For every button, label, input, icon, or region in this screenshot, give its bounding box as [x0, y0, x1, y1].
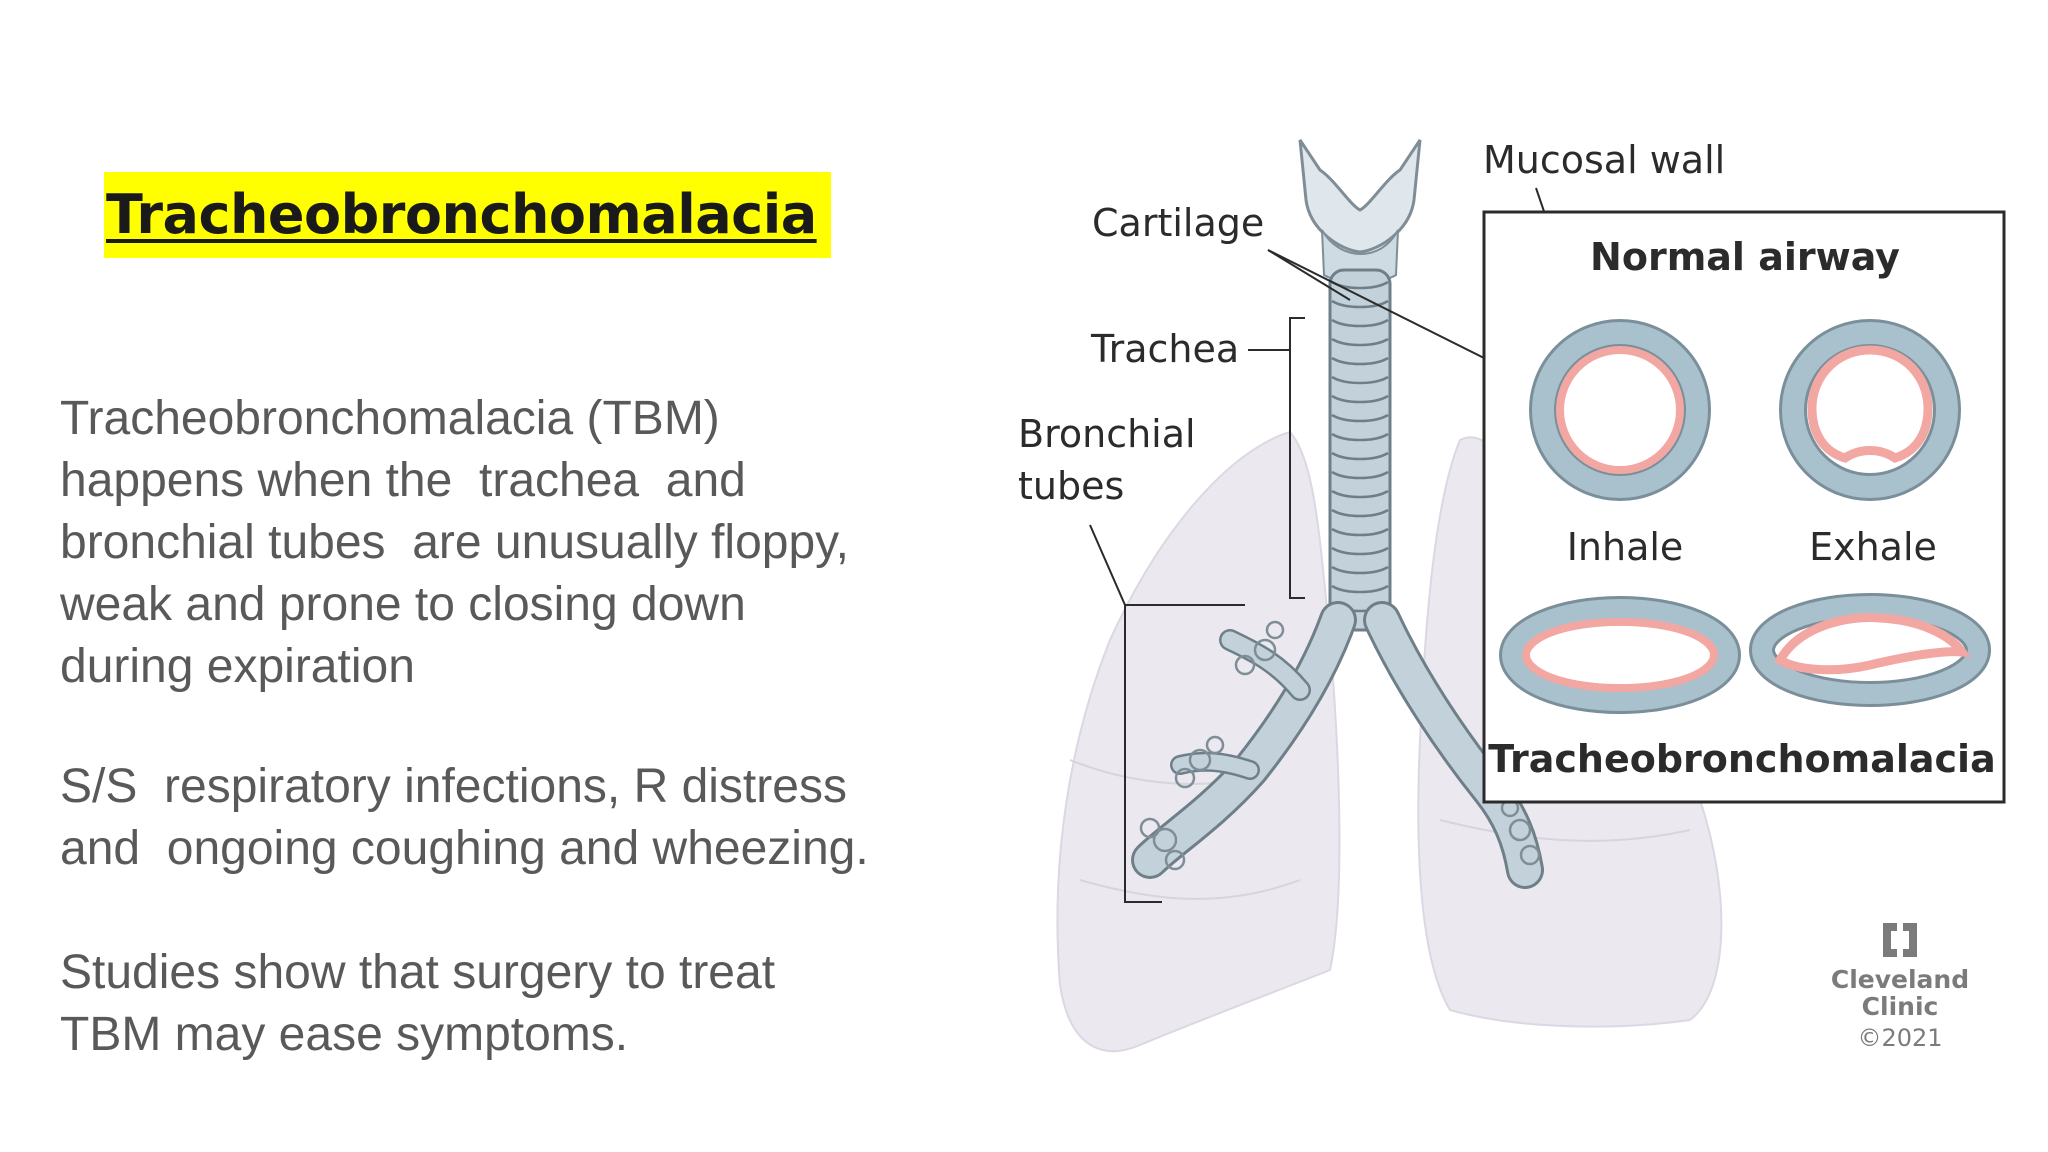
trachea-ring — [1331, 584, 1389, 594]
trachea-ring — [1331, 394, 1389, 404]
cleveland-clinic-logo: Cleveland Clinic ©2021 — [1831, 923, 1969, 1052]
cartilage-label: Cartilage — [1092, 201, 1264, 245]
trachea-label: Trachea — [1090, 327, 1239, 371]
mucosal-wall-label: Mucosal wall — [1483, 138, 1725, 182]
trachea-ring — [1331, 508, 1389, 518]
title-highlight: Tracheobronchomalacia — [104, 172, 831, 258]
inset-heading: Normal airway — [1590, 235, 1900, 279]
trachea-ring — [1331, 356, 1389, 366]
trachea-ring — [1331, 451, 1389, 461]
trachea-ring — [1331, 413, 1389, 423]
inset-panel: Normal airway Inhale Exhale Tracheobronc… — [1482, 210, 2006, 804]
definition-paragraph: Tracheobronchomalacia (TBM) happens when… — [60, 392, 849, 693]
trachea-ring — [1331, 527, 1389, 537]
normal-exhale-airway — [1779, 319, 1961, 501]
trachea-rings — [1331, 280, 1389, 613]
right-lung — [1056, 430, 1341, 1053]
exhale-label: Exhale — [1809, 525, 1937, 569]
tbm-exhale-airway — [1749, 593, 1991, 707]
trachea-ring — [1331, 489, 1389, 499]
normal-inhale-airway — [1529, 319, 1711, 501]
trachea-ring — [1331, 375, 1389, 385]
trachea-ring — [1331, 318, 1389, 328]
treatment-paragraph: Studies show that surgery to treat TBM m… — [60, 946, 776, 1061]
credit-line3: ©2021 — [1857, 1024, 1942, 1052]
trachea-ring — [1331, 546, 1389, 556]
trachea-ring — [1331, 337, 1389, 347]
trachea-ring — [1331, 565, 1389, 575]
trachea-illustration — [1328, 268, 1392, 632]
larynx-illustration — [1298, 139, 1422, 284]
tbm-inhale-airway — [1499, 596, 1741, 714]
trachea-ring — [1331, 432, 1389, 442]
bronchial-label-line2: tubes — [1018, 464, 1124, 508]
credit-line1: Cleveland — [1831, 965, 1969, 994]
bronchi-illustration — [1131, 601, 1544, 889]
credit-line2: Clinic — [1862, 992, 1939, 1021]
slide-title: Tracheobronchomalacia — [106, 183, 817, 246]
inset-footer: Tracheobronchomalacia — [1488, 737, 1995, 781]
bronchial-label-line1: Bronchial — [1018, 412, 1196, 456]
trachea-ring — [1331, 470, 1389, 480]
inhale-label: Inhale — [1567, 525, 1684, 569]
symptoms-paragraph: S/S respiratory infections, R distress a… — [60, 760, 869, 875]
trachea-ring — [1331, 299, 1389, 309]
